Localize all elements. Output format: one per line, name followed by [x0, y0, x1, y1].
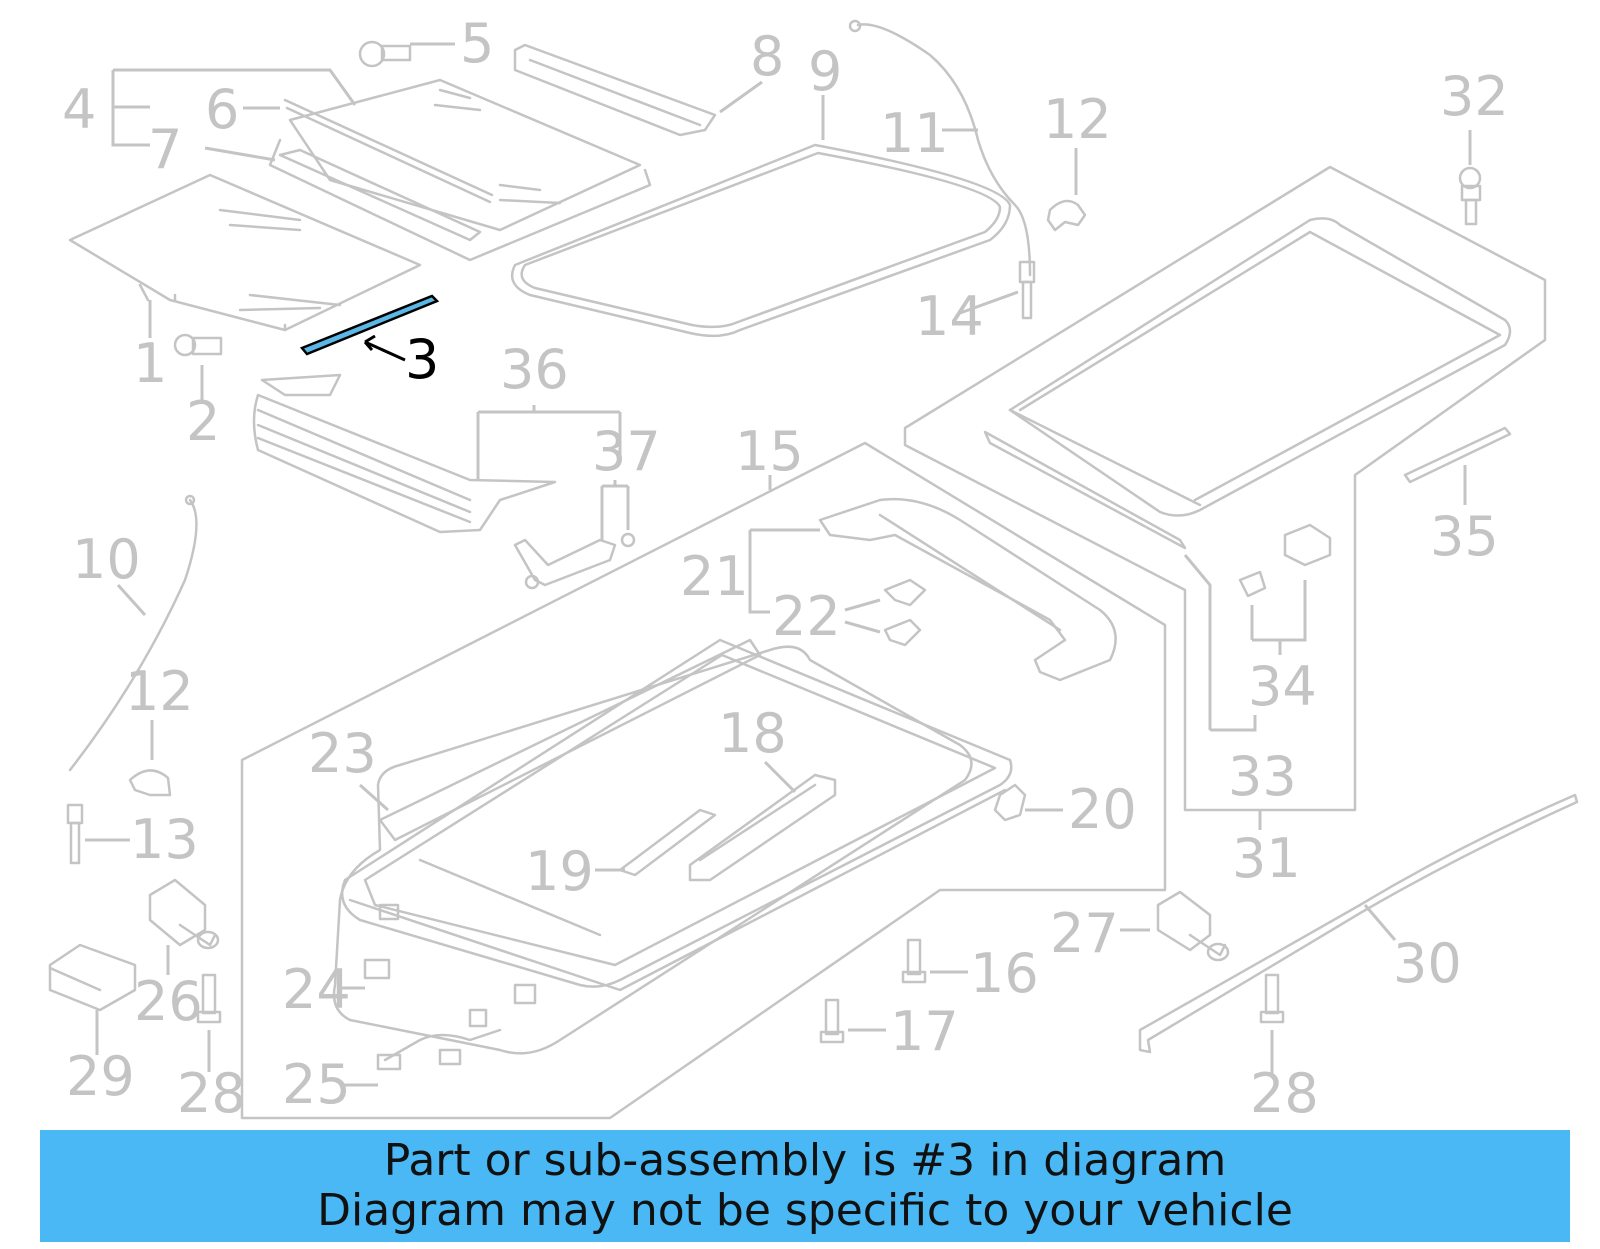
bolt-32-part [1458, 166, 1482, 226]
bracket-8-part [513, 43, 717, 137]
fastener-14-part [1018, 260, 1036, 320]
motor-27-part [1156, 890, 1230, 962]
connector-24-part [363, 958, 391, 980]
seal-7-part [278, 148, 482, 242]
clip-20-part [993, 783, 1027, 822]
callout-29: 29 [66, 1045, 135, 1108]
callout-14: 14 [915, 285, 984, 348]
weatherstrip-9-part [510, 143, 1012, 338]
fastener-13-part [66, 803, 84, 865]
module-29-part [48, 943, 137, 1012]
arm-37-part [513, 532, 636, 590]
rod-35-part [1403, 426, 1512, 484]
callout-5: 5 [460, 12, 494, 75]
callout-23: 23 [308, 722, 377, 785]
callout-labels: 1 2 3 4 5 6 7 8 9 10 11 12 12 13 14 15 1… [62, 12, 1509, 1125]
shade-assembly-panel [903, 165, 1547, 812]
deflector-36-part [252, 373, 557, 534]
callout-20: 20 [1068, 778, 1137, 841]
shade-assembly-detail [1008, 217, 1512, 517]
callout-12-top: 12 [1043, 88, 1112, 151]
part-3-leader [363, 334, 406, 362]
callout-2: 2 [186, 390, 220, 453]
callout-37: 37 [592, 420, 661, 483]
callout-27: 27 [1050, 902, 1119, 965]
callout-6: 6 [205, 78, 239, 141]
callout-31: 31 [1232, 827, 1301, 890]
callout-10: 10 [72, 528, 141, 591]
callout-25: 25 [282, 1053, 351, 1116]
callout-30: 30 [1393, 932, 1462, 995]
bolt-28-right-part [1259, 973, 1285, 1024]
molding-30-part [1138, 793, 1579, 1054]
harness-25-part [376, 1008, 502, 1071]
frame-detail [340, 638, 1013, 992]
clip-22-part [883, 578, 927, 647]
drain-hose-11-part [856, 23, 1032, 277]
clip-34-part [1238, 523, 1332, 598]
info-banner: Part or sub-assembly is #3 in diagram Di… [40, 1130, 1570, 1242]
drain-tube-23-part [332, 645, 973, 1055]
callout-28-right: 28 [1250, 1062, 1319, 1125]
hose-10-part [68, 498, 198, 772]
callout-17: 17 [890, 1000, 959, 1063]
rail-18-part [688, 773, 837, 882]
bolt-16-part [901, 938, 927, 984]
callout-9: 9 [808, 40, 842, 103]
callout-28-left: 28 [177, 1062, 246, 1125]
bolt-17-part [819, 998, 845, 1044]
motor-26-part [148, 878, 220, 950]
callout-8: 8 [750, 25, 784, 88]
callout-13: 13 [130, 808, 199, 871]
banner-background [40, 1130, 1570, 1242]
callout-22: 22 [772, 585, 841, 648]
callout-24: 24 [282, 958, 351, 1021]
bolt-2-part [173, 333, 223, 357]
callout-3: 3 [405, 328, 439, 391]
callout-19: 19 [525, 840, 594, 903]
clip-12-top-part [1046, 199, 1087, 232]
callout-7: 7 [148, 118, 182, 181]
part-3-highlighted [299, 294, 440, 356]
callout-34: 34 [1248, 655, 1317, 718]
callout-4: 4 [62, 78, 96, 141]
callout-1: 1 [133, 332, 167, 395]
banner-line-2: Diagram may not be specific to your vehi… [317, 1185, 1293, 1236]
leader-lines [85, 42, 1472, 1087]
glass-panel-part [68, 173, 422, 332]
frame-21-part [818, 497, 1117, 682]
callout-36: 36 [500, 338, 569, 401]
banner-line-1: Part or sub-assembly is #3 in diagram [383, 1135, 1227, 1186]
callout-32: 32 [1440, 65, 1509, 128]
callout-21: 21 [680, 545, 749, 608]
bolt-5-part [358, 40, 412, 68]
callout-11: 11 [880, 102, 949, 165]
callout-35: 35 [1430, 505, 1499, 568]
callout-26: 26 [134, 970, 203, 1033]
frame-assembly-panel [240, 441, 1167, 1120]
callout-15: 15 [735, 420, 804, 483]
callout-12-left: 12 [125, 660, 194, 723]
clip-12-left-part [128, 769, 172, 797]
bolt-28-left-part [196, 973, 222, 1024]
rail-33-part [983, 430, 1187, 550]
cable-19-part [618, 808, 717, 877]
seal-6-part [283, 98, 494, 197]
rear-glass-part [268, 78, 652, 262]
callout-16: 16 [970, 942, 1039, 1005]
callout-33: 33 [1228, 745, 1297, 808]
callout-18: 18 [718, 702, 787, 765]
